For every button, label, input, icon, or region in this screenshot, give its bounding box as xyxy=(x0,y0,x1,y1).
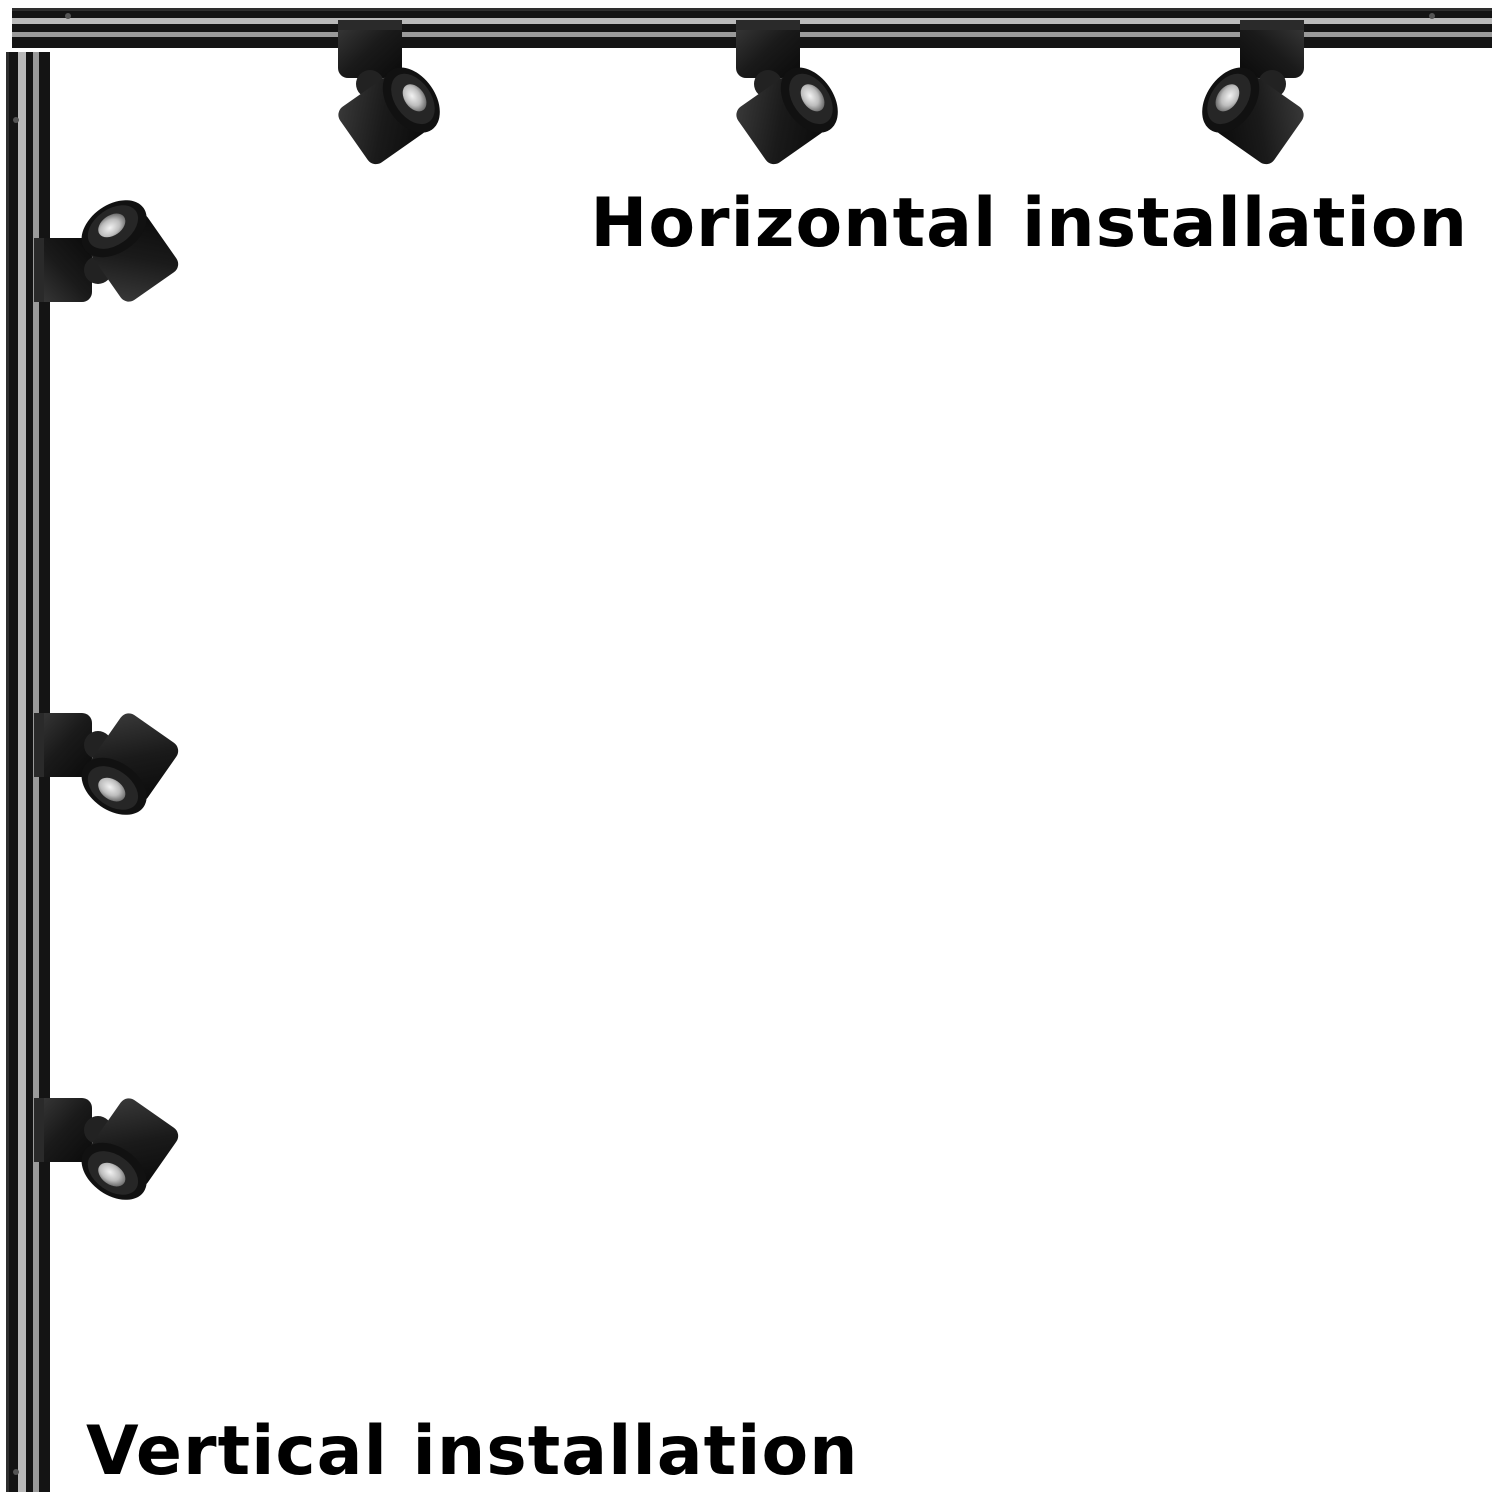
vertical-installation-caption: Vertical installation xyxy=(86,1412,859,1491)
spotlight-fixture-vertical-1 xyxy=(34,188,184,307)
horizontal-installation-caption: Horizontal installation xyxy=(590,184,1468,263)
spotlight-fixture-vertical-3 xyxy=(34,1093,184,1212)
spotlight-fixture-vertical-2 xyxy=(34,708,184,827)
